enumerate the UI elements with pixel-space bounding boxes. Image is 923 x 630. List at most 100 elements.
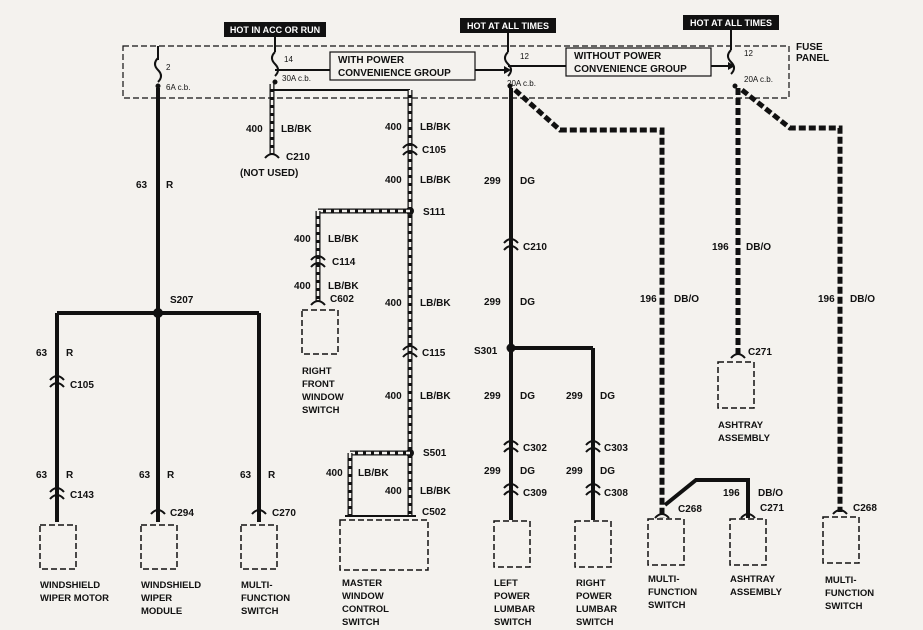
connector-c105: C105 [422,145,446,156]
component-master-window-switch [339,519,429,571]
header-hot-all-times-1: HOT AT ALL TIMES [460,18,556,33]
fuse-panel-box [122,45,790,99]
connector-c602: C602 [330,294,354,305]
wire-196-mfs [740,88,843,512]
svg-text:400: 400 [294,234,311,245]
option-with-power-group: WITH POWER CONVENIENCE GROUP [275,51,511,81]
svg-text:LB/BK: LB/BK [358,468,389,479]
svg-text:6A c.b.: 6A c.b. [166,83,190,92]
svg-text:RIGHT: RIGHT [302,366,332,377]
not-used-label: (NOT USED) [240,168,298,179]
connector-c302: C302 [523,443,547,454]
svg-text:LB/BK: LB/BK [328,281,359,292]
component-mfs-2 [647,518,685,566]
svg-text:DB/O: DB/O [758,488,783,499]
connector-symbol [49,375,65,388]
connector-c271-a: C271 [760,503,784,514]
svg-text:LUMBAR: LUMBAR [576,604,617,615]
svg-text:400: 400 [385,298,402,309]
splice-label: S111 [423,207,446,218]
svg-text:12: 12 [744,49,753,58]
svg-text:LB/BK: LB/BK [328,234,359,245]
fuse-14: 14 30A c.b. [271,51,311,85]
svg-text:400: 400 [326,468,343,479]
component-wiper-module [140,524,178,570]
svg-text:DG: DG [520,176,535,187]
svg-text:20A c.b.: 20A c.b. [744,75,773,84]
svg-text:DB/O: DB/O [746,242,771,253]
svg-text:POWER: POWER [576,591,612,602]
svg-text:CONTROL: CONTROL [342,604,389,615]
component-ashtray-2 [717,361,755,409]
svg-text:DG: DG [600,391,615,402]
svg-text:WIPER: WIPER [141,593,172,604]
splice-label: S207 [170,295,194,306]
svg-text:12: 12 [520,52,529,61]
svg-text:WINDSHIELD: WINDSHIELD [40,580,100,591]
svg-text:LB/BK: LB/BK [420,298,451,309]
component-right-lumbar-switch [574,520,612,568]
svg-text:DB/O: DB/O [850,294,875,305]
connector-c502: C502 [422,507,446,518]
connector-c294: C294 [170,508,194,519]
header-text: HOT AT ALL TIMES [467,21,549,31]
svg-text:CONVENIENCE GROUP: CONVENIENCE GROUP [338,68,451,79]
fuse-panel-label: PANEL [796,53,829,64]
svg-text:299: 299 [566,391,583,402]
svg-text:SWITCH: SWITCH [302,405,340,416]
svg-text:63: 63 [240,470,252,481]
svg-text:400: 400 [246,124,263,135]
svg-text:400: 400 [385,175,402,186]
svg-text:400: 400 [385,122,402,133]
svg-text:63: 63 [36,348,48,359]
svg-text:FUNCTION: FUNCTION [825,588,874,599]
component-mfs-3 [822,516,860,564]
wire-196-with [513,88,665,518]
fuse-2: 2 6A c.b. [154,57,190,92]
svg-text:196: 196 [723,488,740,499]
svg-text:WIPER MOTOR: WIPER MOTOR [40,593,109,604]
connector-c143: C143 [70,490,94,501]
svg-text:WINDOW: WINDOW [342,591,384,602]
svg-text:FRONT: FRONT [302,379,335,390]
svg-text:63: 63 [36,470,48,481]
svg-text:30A c.b.: 30A c.b. [282,74,311,83]
connector-c270: C270 [272,508,296,519]
svg-text:299: 299 [484,297,501,308]
svg-text:MULTI-: MULTI- [825,575,856,586]
header-hot-all-times-2: HOT AT ALL TIMES [683,15,779,30]
svg-text:DG: DG [600,466,615,477]
splice-label: S501 [423,448,447,459]
svg-text:196: 196 [712,242,729,253]
option-without-power-group: WITHOUT POWER CONVENIENCE GROUP [508,47,735,77]
svg-text:MASTER: MASTER [342,578,382,589]
svg-text:FUNCTION: FUNCTION [241,593,290,604]
svg-text:20A c.b.: 20A c.b. [507,79,536,88]
svg-text:400: 400 [294,281,311,292]
svg-text:RIGHT: RIGHT [576,578,606,589]
svg-text:63: 63 [139,470,151,481]
svg-text:WITH POWER: WITH POWER [338,55,405,66]
svg-text:299: 299 [484,391,501,402]
header-text: HOT AT ALL TIMES [690,18,772,28]
svg-text:ASSEMBLY: ASSEMBLY [730,587,783,598]
svg-text:DG: DG [520,297,535,308]
component-mfs-1 [240,524,278,570]
connector-c271-b: C271 [748,347,772,358]
svg-text:R: R [66,348,74,359]
svg-text:R: R [66,470,74,481]
svg-text:LB/BK: LB/BK [420,122,451,133]
svg-text:SWITCH: SWITCH [342,617,380,628]
connector-c268-b: C268 [853,503,877,514]
svg-text:SWITCH: SWITCH [241,606,279,617]
connector-c114: C114 [332,257,356,268]
svg-text:LB/BK: LB/BK [420,391,451,402]
component-ashtray-1 [729,518,767,566]
component-wiper-motor [39,524,77,570]
svg-text:WITHOUT POWER: WITHOUT POWER [574,51,662,62]
svg-text:SWITCH: SWITCH [648,600,686,611]
connector-c115: C115 [422,348,446,359]
connector-c210-unused: C210 [286,152,310,163]
svg-text:196: 196 [640,294,657,305]
svg-text:MULTI-: MULTI- [241,580,272,591]
